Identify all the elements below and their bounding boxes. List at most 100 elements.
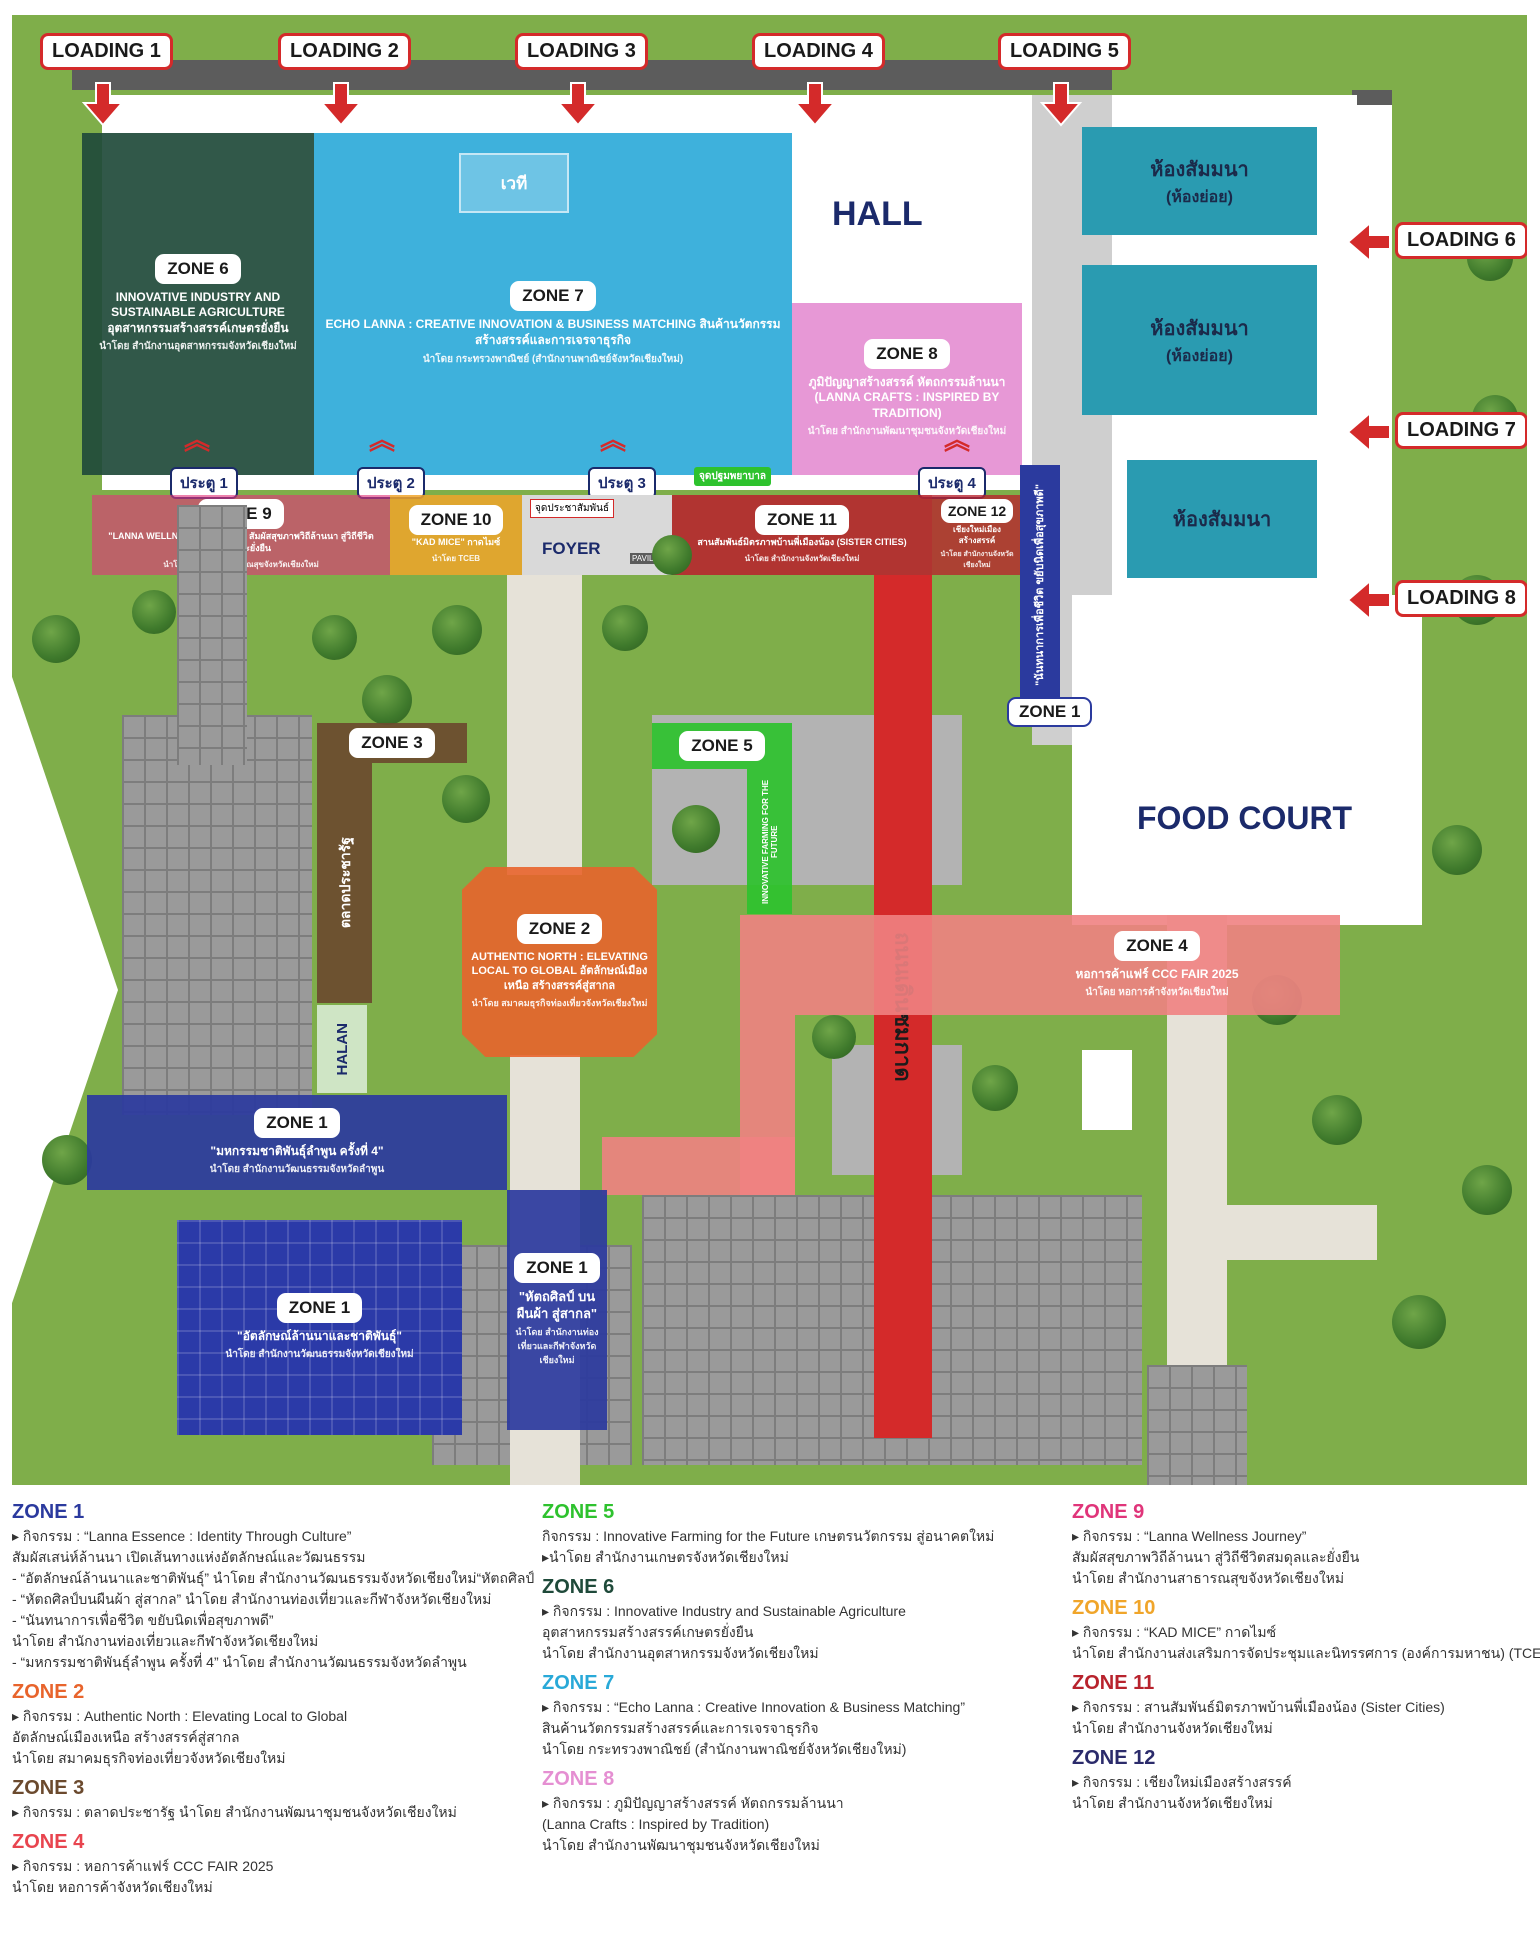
zone-2-desc: AUTHENTIC NORTH : ELEVATING LOCAL TO GLO… [471,951,648,992]
zone-11-tag: ZONE 11 [755,505,849,536]
seminar-room-2: ห้องสัมมนา (ห้องย่อย) [1082,265,1317,415]
legend-line: นำโดย สำนักงานจังหวัดเชียงใหม่ [1072,1720,1273,1736]
foyer-label: FOYER [542,539,601,558]
zone-1-culture-area: ZONE 1 "อัตลักษณ์ล้านนาและชาติพันธุ์" นำ… [177,1220,462,1435]
loading-5-label: LOADING 5 [998,33,1131,70]
center-left-paving [177,505,247,765]
loading-2-arrow-icon [319,82,363,127]
seminar-room-1-note: (ห้องย่อย) [1166,188,1233,206]
zone-4-corridor-south [602,1137,795,1195]
tree [812,1015,856,1059]
pavilion-label: PAVILION [630,553,670,564]
legend-entry: ZONE 6▸ กิจกรรม : Innovative Industry an… [542,1576,1042,1664]
zone-1-lamphun-area: ZONE 1 "มหกรรมชาติพันธุ์ลำพูน ครั้งที่ 4… [87,1095,507,1190]
tree [42,1135,92,1185]
legend-line: นำโดย สำนักงานจังหวัดเชียงใหม่ [1072,1795,1273,1811]
zone-1-culture-desc: "อัตลักษณ์ล้านนาและชาติพันธุ์" [237,1328,402,1343]
legend-line: - “หัตถศิลป์บนผืนผ้า สู่สากล” นำโดย สำนั… [12,1591,492,1607]
zone-4-corridor-main [740,915,1340,1015]
legend-zone-title: ZONE 10 [1072,1597,1156,1619]
legend-line: ▸ กิจกรรม : ตลาดประชารัฐ นำโดย สำนักงานพ… [12,1804,457,1820]
first-aid-point: จุดปฐมพยาบาล [694,467,771,486]
legend-line: ▸ กิจกรรม : สานสัมพันธ์มิตรภาพบ้านพี่เมื… [1072,1699,1445,1715]
east-cross-walkway [1167,1205,1377,1260]
zone-1-craft-area: ZONE 1 "หัตถศิลป์ บนผืนผ้า สู่สากล" นำโด… [507,1190,607,1430]
zone-10-area: ZONE 10 "KAD MICE" กาดไมซ์ นำโดย TCEB [390,495,522,575]
zone-1-lamphun-tag: ZONE 1 [254,1107,340,1138]
loading-3-arrow-icon [556,82,600,127]
zone-4-label: ZONE 4 หอการค้าแฟร์ CCC FAIR 2025 นำโดย … [1032,923,1282,1008]
legend-line: ▸ กิจกรรม : “KAD MICE” กาดไมซ์ [1072,1624,1277,1640]
legend: ZONE 1▸ กิจกรรม : “Lanna Essence : Ident… [12,1495,1540,1955]
zone-7-sub: นำโดย กระทรวงพาณิชย์ (สำนักงานพาณิชย์จัง… [422,353,684,365]
zone-8-desc: ภูมิปัญญาสร้างสรรค์ หัตถกรรมล้านนา (LANN… [808,374,1006,420]
loading-6-arrow-icon [1346,220,1391,264]
legend-entry: ZONE 4 ▸ กิจกรรม : หอการค้าแฟร์ CCC FAIR … [12,1831,532,1898]
legend-line: กิจกรรม : Innovative Farming for the Fut… [542,1528,995,1544]
loading-4-label: LOADING 4 [752,33,885,70]
legend-line: ▸ กิจกรรม : Innovative Industry and Sust… [542,1603,906,1619]
zone-8-area: ZONE 8 ภูมิปัญญาสร้างสรรค์ หัตถกรรมล้านน… [792,303,1022,475]
legend-line: นำโดย สำนักงานส่งเสริมการจัดประชุมและนิท… [1072,1645,1540,1661]
zone-3-label: ตลาดประชารัฐ [336,837,353,929]
legend-line: - “นันทนาการเพื่อชีวิต ขยับนิดเพื่อสุขภา… [12,1612,274,1628]
zone-1-craft-sub: นำโดย สำนักงานท่องเที่ยวและกีฬาจังหวัดเช… [515,1327,599,1366]
legend-zone-title: ZONE 7 [542,1672,615,1694]
legend-line: ▸ กิจกรรม : หอการค้าแฟร์ CCC FAIR 2025 [12,1858,274,1874]
legend-entry: ZONE 10 ▸ กิจกรรม : “KAD MICE” กาดไมซ์นำโ… [1072,1597,1540,1664]
zone-7-area: เวที ZONE 7 ECHO LANNA : CREATIVE INNOVA… [314,133,792,475]
legend-entry: ZONE 9▸ กิจกรรม : “Lanna Wellness Journe… [1072,1501,1532,1589]
tree [972,1065,1018,1111]
zone-12-sub: นำโดย สำนักงานจังหวัดเชียงใหม่ [940,550,1014,569]
legend-zone-title: ZONE 3 [12,1777,85,1799]
zone-2-area: ZONE 2 AUTHENTIC NORTH : ELEVATING LOCAL… [462,867,657,1057]
zone-8-tag: ZONE 8 [864,338,950,369]
stage-area: เวที [459,153,569,213]
zone-4-tag: ZONE 4 [1114,930,1200,961]
tree [1312,1095,1362,1145]
tree [672,805,720,853]
legend-zone-title: ZONE 4 [12,1831,85,1853]
legend-zone-title: ZONE 11 [1072,1672,1155,1694]
seminar-room-2-note: (ห้องย่อย) [1166,347,1233,365]
legend-line: นำโดย สำนักงานอุตสาหกรรมจังหวัดเชียงใหม่ [542,1645,819,1661]
legend-line: นำโดย สำนักงานท่องเที่ยวและกีฬาจังหวัดเช… [12,1633,319,1649]
zone-10-desc: "KAD MICE" กาดไมซ์ [411,537,501,548]
zone-4-sub: นำโดย หอการค้าจังหวัดเชียงใหม่ [1085,987,1229,999]
tree [362,675,412,725]
zone-6-desc: INNOVATIVE INDUSTRY AND SUSTAINABLE AGRI… [107,289,289,335]
legend-column-1: ZONE 1▸ กิจกรรม : “Lanna Essence : Ident… [12,1495,534,1906]
tree [652,535,692,575]
zone-12-desc: เชียงใหม่เมืองสร้างสรรค์ [953,525,1001,545]
loading-6-label: LOADING 6 [1395,222,1527,259]
foyer-area: จุดประชาสัมพันธ์ FOYER PAVILION [522,495,672,575]
legend-line: - “มหกรรมชาติพันธุ์ลำพูน ครั้งที่ 4” นำโ… [12,1654,467,1670]
legend-entry: ZONE 2▸ กิจกรรม : Authentic North : Elev… [12,1681,532,1769]
legend-entry: ZONE 1▸ กิจกรรม : “Lanna Essence : Ident… [12,1501,534,1673]
zone-1-craft-tag: ZONE 1 [514,1252,600,1283]
zone-1-lamphun-desc: "มหกรรมชาติพันธุ์ลำพูน ครั้งที่ 4" [210,1143,384,1158]
venue-map: HALL ห้องสัมมนา (ห้องย่อย) ห้องสัมมนา (ห… [12,15,1527,1485]
tree [1392,1295,1446,1349]
pr-point: จุดประชาสัมพันธ์ [530,499,615,518]
zone-7-tag: ZONE 7 [510,281,596,312]
central-walkway [507,575,582,875]
legend-line: สัมผัสเสน่ห์ล้านนา เปิดเส้นทางแห่งอัตลัก… [12,1549,366,1565]
tree [432,605,482,655]
legend-line: นำโดย สมาคมธุรกิจท่องเที่ยวจังหวัดเชียงใ… [12,1750,286,1766]
legend-line: อัตลักษณ์เมืองเหนือ สร้างสรรค์สู่สากล [12,1729,240,1745]
legend-line: นำโดย สำนักงานพัฒนาชุมชนจังหวัดเชียงใหม่ [542,1837,820,1853]
legend-zone-title: ZONE 2 [12,1681,85,1703]
legend-entry: ZONE 12▸ กิจกรรม : เชียงใหม่เมืองสร้างสร… [1072,1747,1532,1814]
loading-4-arrow-icon [793,82,837,127]
zone-3-tag: ZONE 3 [349,728,435,758]
legend-line: ▸ กิจกรรม : ภูมิปัญญาสร้างสรรค์ หัตถกรรม… [542,1795,844,1811]
zone-6-sub: นำโดย สำนักงานอุตสาหกรรมจังหวัดเชียงใหม่ [99,341,297,353]
legend-line: ▸นำโดย สำนักงานเกษตรจังหวัดเชียงใหม่ [542,1549,789,1565]
zone-2-sub: นำโดย สมาคมธุรกิจท่องเที่ยวจังหวัดเชียงใ… [471,997,648,1008]
loading-5-arrow-icon [1039,82,1083,127]
seminar-room-3-label: ห้องสัมมนา [1172,509,1272,531]
zone-5-area: ZONE 5 [652,723,792,769]
